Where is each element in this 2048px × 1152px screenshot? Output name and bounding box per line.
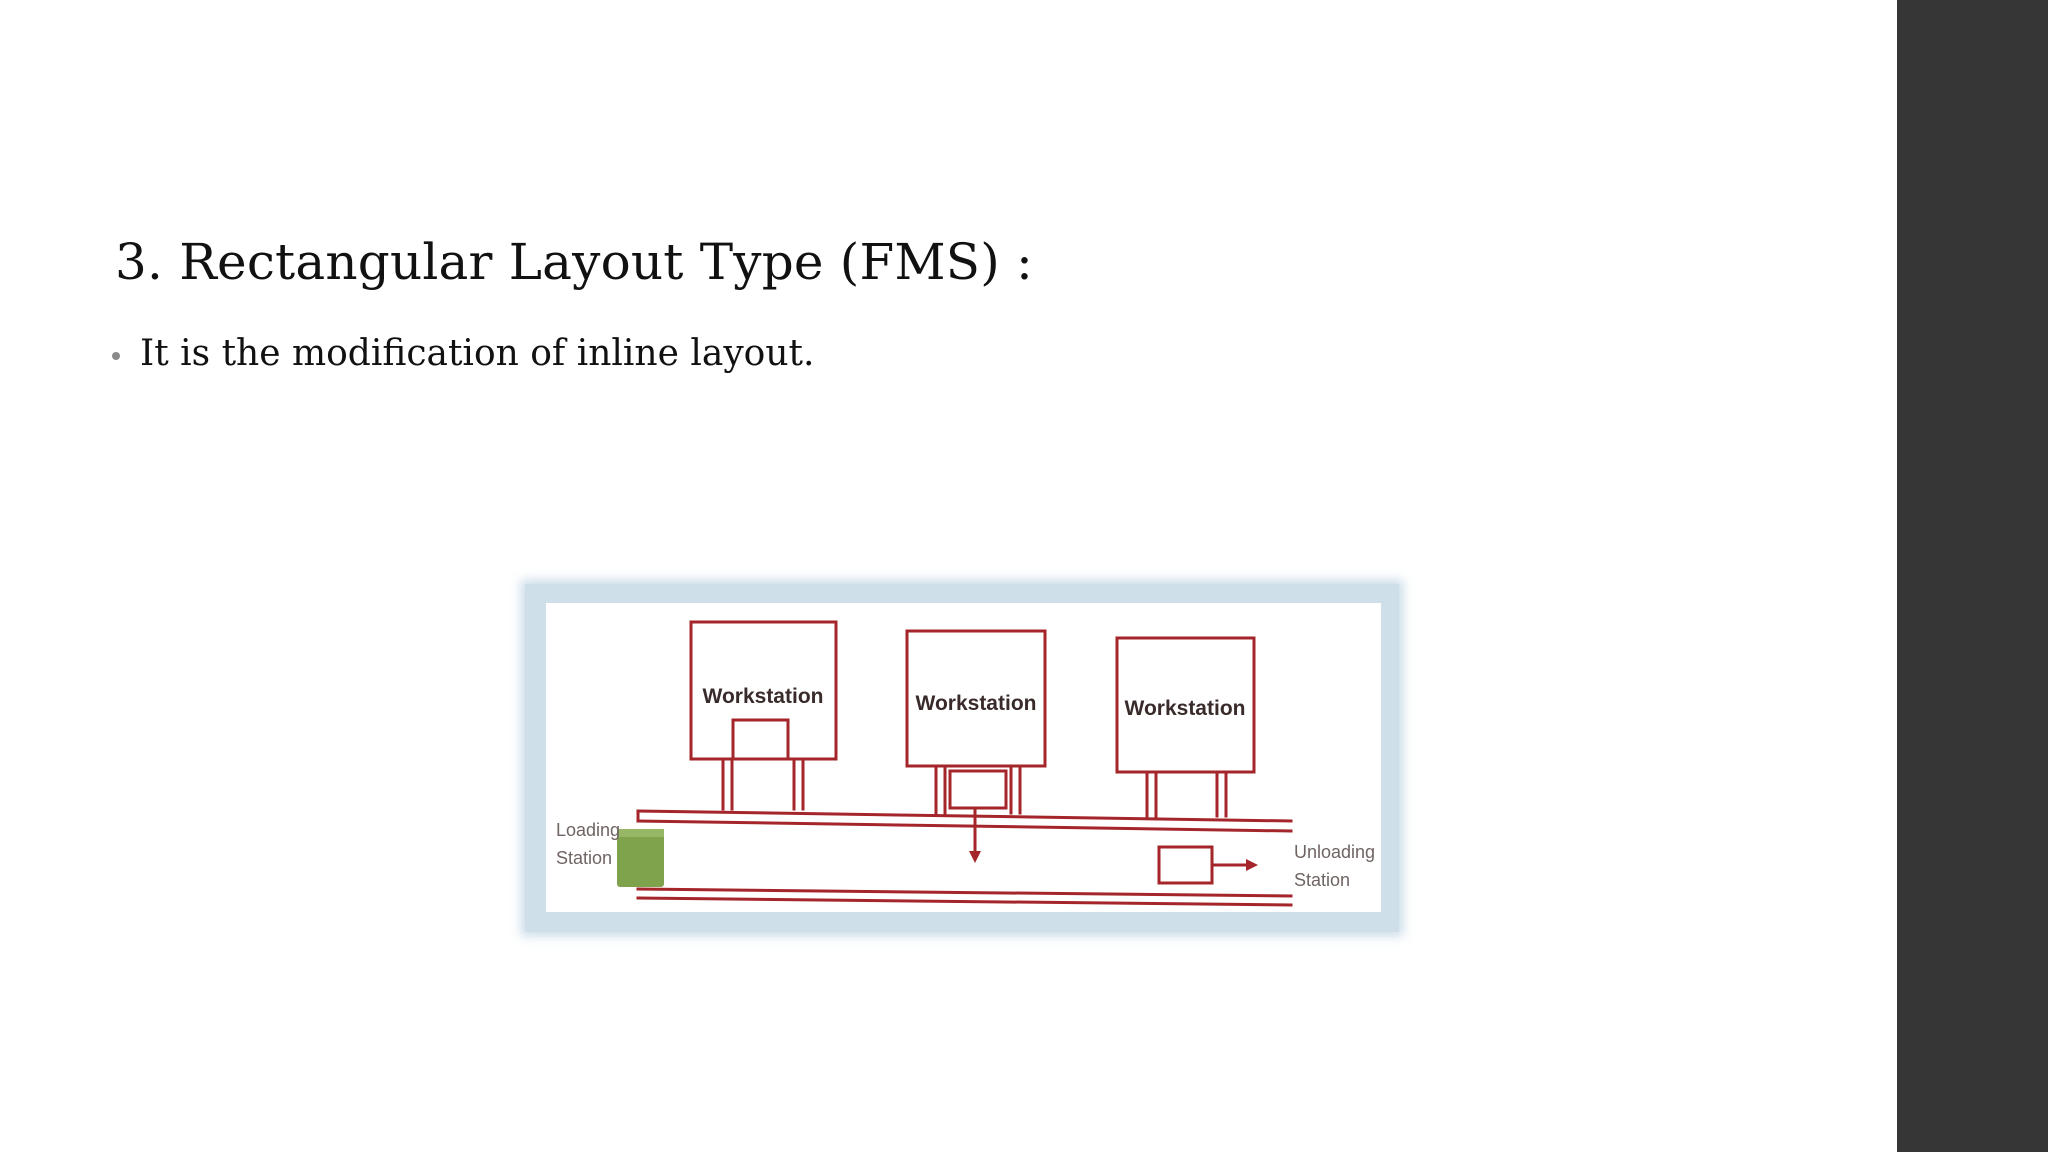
workstation-3 xyxy=(1115,636,1256,818)
arrow-right-icon xyxy=(1246,859,1258,871)
part-unloading xyxy=(1157,845,1214,885)
workstation-label-2: Workstation xyxy=(916,692,1037,715)
loading-station-label-line2: Station xyxy=(556,848,612,868)
unloading-station-label-line2: Station xyxy=(1294,870,1350,890)
loading-station-label-line1: Loading xyxy=(556,820,620,840)
lower-conveyor xyxy=(636,887,1293,907)
upper-conveyor xyxy=(636,809,1293,833)
bullet-text: It is the modification of inline layout. xyxy=(140,333,815,374)
workstation-2 xyxy=(905,629,1047,815)
workstation-1 xyxy=(689,620,838,811)
bullet-item: It is the modification of inline layout. xyxy=(112,333,814,374)
workstation-label-3: Workstation xyxy=(1125,697,1246,720)
slide-title: 3. Rectangular Layout Type (FMS) : xyxy=(115,233,1034,291)
bullet-dot-icon xyxy=(112,351,120,360)
arrow-down-icon xyxy=(969,851,981,863)
workstation-label-1: Workstation xyxy=(703,685,824,708)
rectangular-layout-diagram: Workstation Workstation Workstation Load… xyxy=(546,603,1381,912)
unloading-station-label-line1: Unloading xyxy=(1294,842,1375,862)
sidebar-panel xyxy=(1897,0,2048,1152)
loading-part xyxy=(617,829,664,887)
diagram-svg: Workstation Workstation Workstation Load… xyxy=(556,620,1375,907)
